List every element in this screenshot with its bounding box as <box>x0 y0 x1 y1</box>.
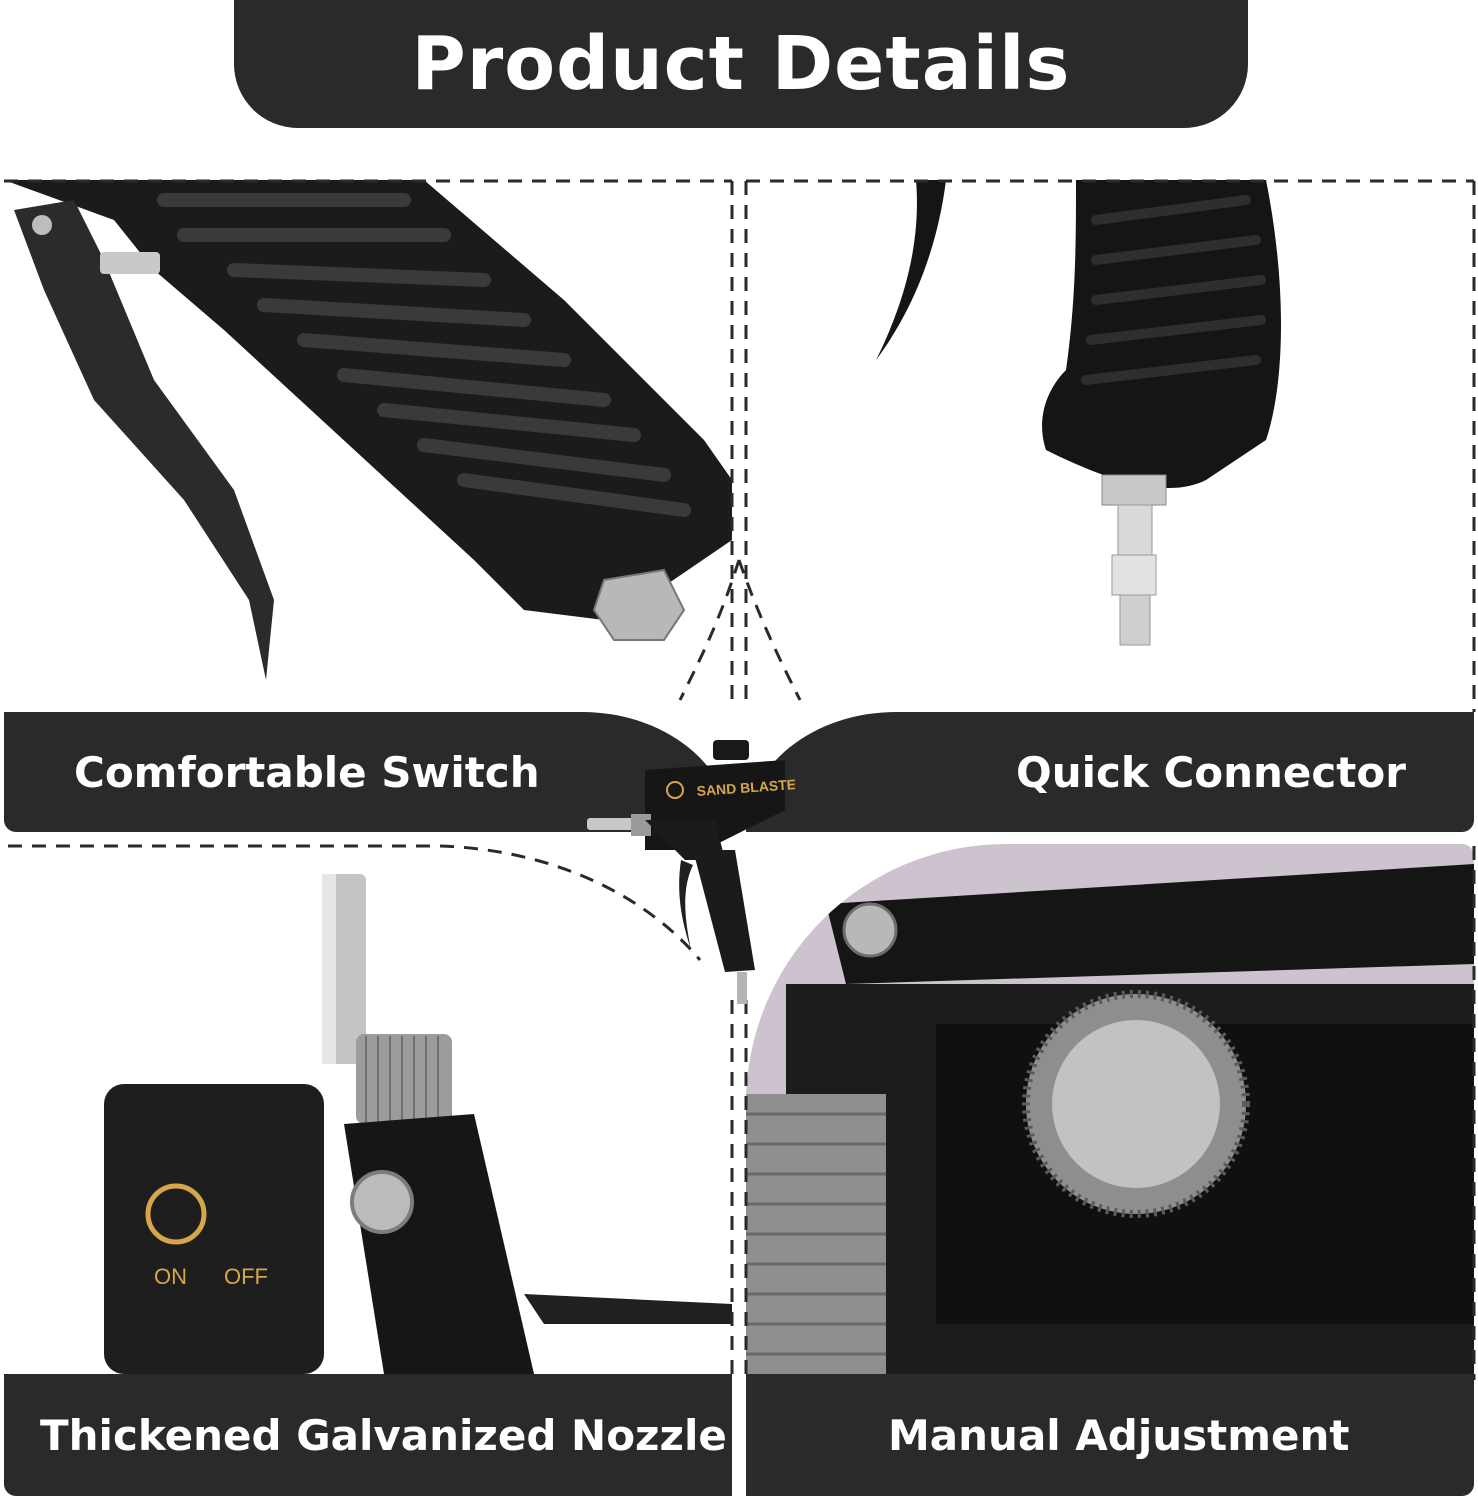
galvanized-nozzle-label: Thickened Galvanized Nozzle <box>40 1410 727 1460</box>
brand-print: SAND BLASTER <box>696 775 795 799</box>
off-print: OFF <box>224 1264 268 1289</box>
panel-comfortable-switch: Comfortable Switch <box>4 180 732 832</box>
panel-manual-adjustment: Manual Adjustment <box>746 844 1474 1496</box>
comfortable-switch-label: Comfortable Switch <box>74 747 540 797</box>
sand-blaster-product-image: SAND BLASTER <box>587 740 795 1004</box>
panel-quick-connector: Quick Connector <box>746 180 1474 832</box>
quick-connector-label: Quick Connector <box>1016 747 1406 797</box>
on-print: ON <box>154 1264 187 1289</box>
nozzle-photo: ON OFF <box>104 874 732 1374</box>
trigger-handle-photo <box>4 180 732 680</box>
page-title: Product Details <box>411 21 1071 107</box>
quick-connector-photo <box>876 180 1281 646</box>
panel-label-bar: Comfortable Switch <box>4 712 732 832</box>
manual-adjustment-label: Manual Adjustment <box>888 1410 1350 1460</box>
header-banner: Product Details <box>234 0 1248 128</box>
adjustment-knob-photo <box>746 844 1474 1374</box>
panel-label-bar: Thickened Galvanized Nozzle <box>4 1374 732 1496</box>
panel-label-bar: Manual Adjustment <box>746 1374 1474 1496</box>
panel-label-bar: Quick Connector <box>746 712 1474 832</box>
